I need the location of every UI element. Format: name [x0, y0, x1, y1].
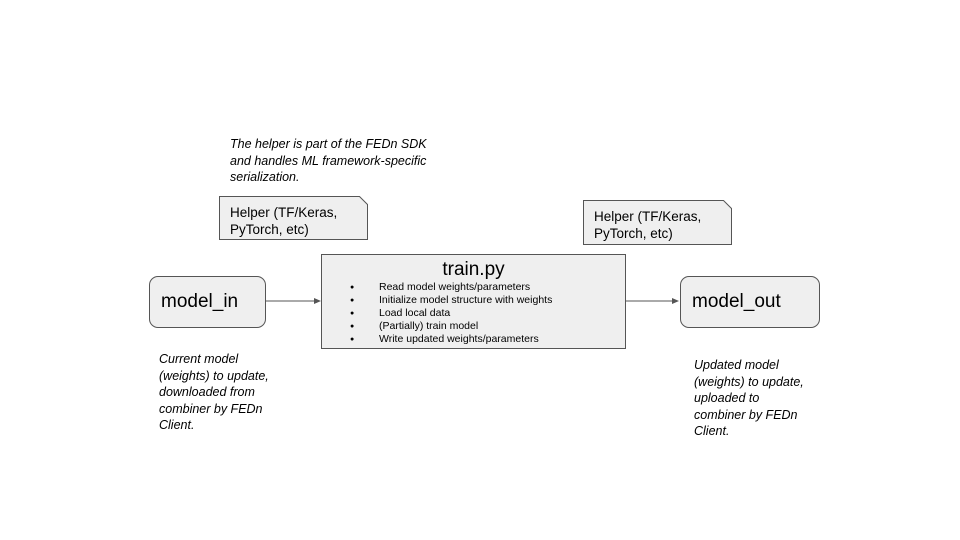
model-in-node: model_in — [149, 276, 266, 328]
arrowhead-train — [314, 298, 321, 304]
train-step: (Partially) train model — [350, 320, 552, 333]
train-step: Initialize model structure with weights — [350, 294, 552, 307]
helper-description-note: The helper is part of the FEDn SDK and h… — [230, 137, 427, 184]
model-out-node: model_out — [680, 276, 820, 328]
train-step: Read model weights/parameters — [350, 281, 552, 294]
train-title: train.py — [442, 259, 505, 280]
helper-right-label: Helper (TF/Keras, PyTorch, etc) — [594, 209, 702, 241]
model-in-note: Current model (weights) to update, downl… — [159, 352, 269, 432]
helper-left-label: Helper (TF/Keras, PyTorch, etc) — [230, 205, 338, 237]
model-in-label: model_in — [161, 291, 239, 312]
model-out-note: Updated model (weights) to update, uploa… — [694, 358, 804, 438]
train-script-node: train.py Read model weights/parameters I… — [321, 254, 626, 349]
helper-right-shape — [583, 200, 732, 245]
train-steps-list: Read model weights/parameters Initialize… — [350, 281, 552, 346]
model-out-label: model_out — [692, 291, 781, 312]
arrowhead-model-out — [672, 298, 679, 304]
helper-left-shape — [219, 196, 368, 240]
train-step: Write updated weights/parameters — [350, 333, 552, 346]
train-step: Load local data — [350, 307, 552, 320]
